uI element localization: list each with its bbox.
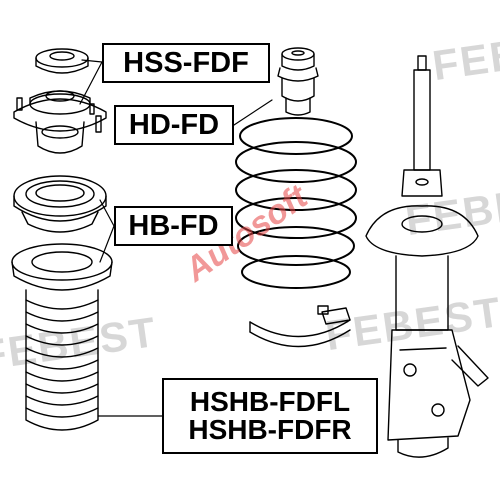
strut-bearing [13, 175, 107, 233]
part-number: HB-FD [128, 209, 219, 242]
part-label-hss-fdf: HSS-FDF [102, 43, 270, 83]
bump-stop [277, 47, 319, 116]
strut-bushing-cap [35, 48, 89, 74]
spring-insulator [249, 305, 351, 348]
shock-absorber [365, 55, 489, 458]
part-label-hb-fd: HB-FD [114, 206, 233, 246]
leader-lines [79, 59, 273, 417]
coil-spring [235, 117, 357, 289]
part-number-left: HSHB-FDFL [189, 386, 351, 417]
part-number: HD-FD [128, 108, 220, 141]
strut-mount [13, 90, 107, 154]
dust-boot [11, 243, 113, 431]
part-number-right: HSHB-FDFR [188, 414, 352, 445]
part-label-hshb: HSHB-FDFL HSHB-FDFR [162, 378, 378, 454]
part-number: HSS-FDF [123, 46, 249, 79]
part-label-hd-fd: HD-FD [114, 105, 234, 145]
